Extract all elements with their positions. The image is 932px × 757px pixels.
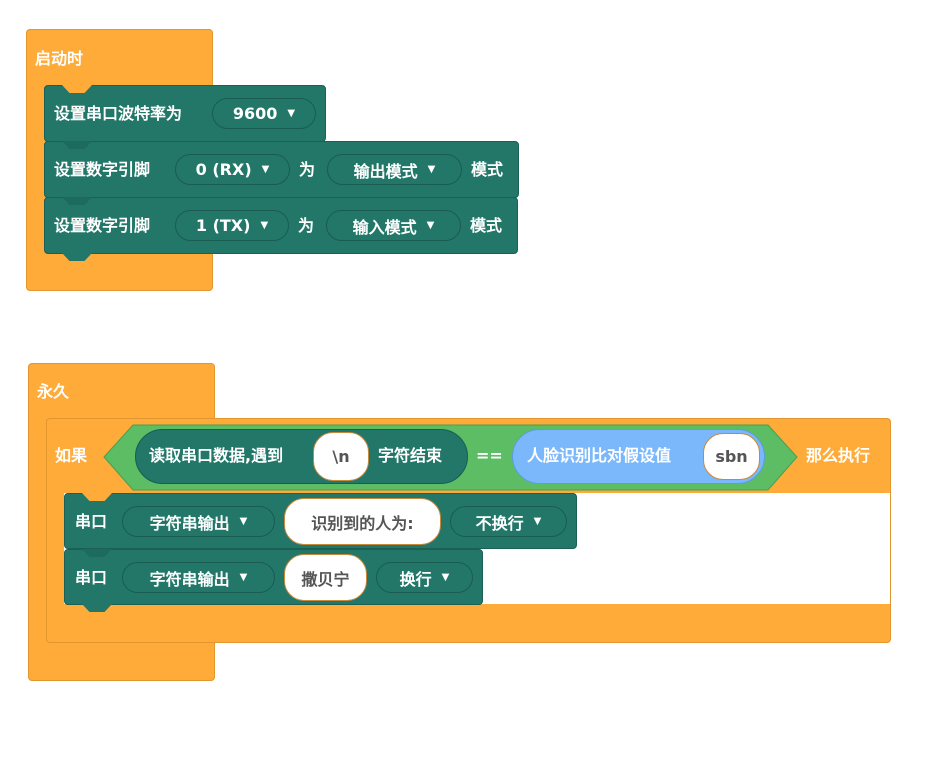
- serial-label: 串口: [75, 568, 108, 587]
- pin0-mode-dropdown[interactable]: 输出模式 ▼: [327, 154, 462, 185]
- triangle-down-icon: ▼: [239, 516, 248, 527]
- print-type-dropdown[interactable]: 字符串输出 ▼: [122, 506, 275, 537]
- mode-value: 输入模式: [352, 217, 417, 237]
- print-type-dropdown[interactable]: 字符串输出 ▼: [122, 562, 275, 593]
- notch: [62, 141, 92, 149]
- serial-label: 串口: [75, 512, 108, 531]
- pin-value: 1 (TX): [195, 216, 251, 235]
- notch: [82, 604, 112, 612]
- read-suffix: 字符结束: [378, 446, 443, 465]
- print-type-value: 字符串输出: [149, 569, 230, 589]
- triangle-down-icon: ▼: [239, 572, 248, 583]
- print-text-input[interactable]: 识别到的人为:: [284, 498, 441, 545]
- as-label: 为: [298, 216, 315, 235]
- if-label: 如果: [55, 446, 88, 465]
- pin0-dropdown[interactable]: 0 (RX) ▼: [175, 154, 290, 185]
- mode-suffix: 模式: [471, 160, 504, 179]
- set-pin-label: 设置数字引脚: [54, 160, 151, 179]
- set-baud-label: 设置串口波特率为: [54, 104, 183, 123]
- setup-hat-label: 启动时: [35, 49, 84, 68]
- set-pin-label: 设置数字引脚: [54, 216, 151, 235]
- print-text-input[interactable]: 撒贝宁: [284, 554, 367, 601]
- notch: [82, 549, 112, 557]
- mode-suffix: 模式: [470, 216, 503, 235]
- mode-value: 输出模式: [353, 161, 418, 181]
- notch: [62, 85, 92, 93]
- face-value-input[interactable]: sbn: [703, 433, 760, 480]
- print-type-value: 字符串输出: [149, 513, 230, 533]
- forever-label: 永久: [37, 382, 70, 401]
- triangle-down-icon: ▼: [533, 516, 542, 527]
- terminator-input[interactable]: \n: [313, 432, 369, 481]
- notch: [62, 197, 92, 205]
- baud-dropdown[interactable]: 9600 ▼: [212, 98, 316, 129]
- if-arm: [47, 490, 64, 605]
- serial-read-reporter[interactable]: [135, 429, 468, 484]
- triangle-down-icon: ▼: [261, 164, 270, 175]
- notch: [82, 493, 112, 501]
- triangle-down-icon: ▼: [441, 572, 450, 583]
- read-label: 读取串口数据,遇到: [149, 446, 284, 465]
- baud-value: 9600: [232, 104, 278, 123]
- newline-value: 不换行: [475, 513, 524, 533]
- pin1-dropdown[interactable]: 1 (TX) ▼: [175, 210, 289, 241]
- face-label: 人脸识别比对假设值: [527, 446, 672, 465]
- triangle-down-icon: ▼: [260, 220, 269, 231]
- pin1-mode-dropdown[interactable]: 输入模式 ▼: [326, 210, 461, 241]
- triangle-down-icon: ▼: [427, 164, 436, 175]
- then-label: 那么执行: [806, 446, 871, 465]
- triangle-down-icon: ▼: [287, 108, 296, 119]
- newline-dropdown[interactable]: 不换行 ▼: [450, 506, 567, 537]
- newline-dropdown[interactable]: 换行 ▼: [376, 562, 473, 593]
- newline-value: 换行: [399, 569, 432, 589]
- triangle-down-icon: ▼: [426, 220, 435, 231]
- pin-value: 0 (RX): [195, 160, 252, 179]
- notch: [62, 253, 92, 261]
- equals-operator: ==: [476, 446, 503, 465]
- as-label: 为: [299, 160, 316, 179]
